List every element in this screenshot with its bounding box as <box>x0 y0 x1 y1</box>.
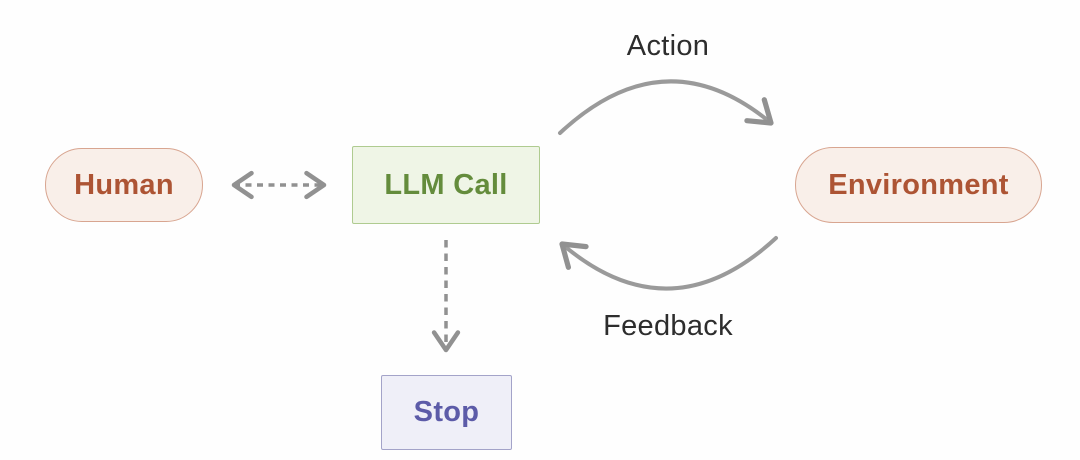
node-human: Human <box>45 148 203 222</box>
feedback-arc-arrow <box>559 236 778 291</box>
node-stop: Stop <box>381 375 512 450</box>
node-environment: Environment <box>795 147 1042 223</box>
node-llm-call: LLM Call <box>352 146 540 224</box>
action-arc-arrow <box>558 79 774 135</box>
action-edge-label: Action <box>626 30 710 62</box>
feedback-edge-label: Feedback <box>603 310 733 342</box>
